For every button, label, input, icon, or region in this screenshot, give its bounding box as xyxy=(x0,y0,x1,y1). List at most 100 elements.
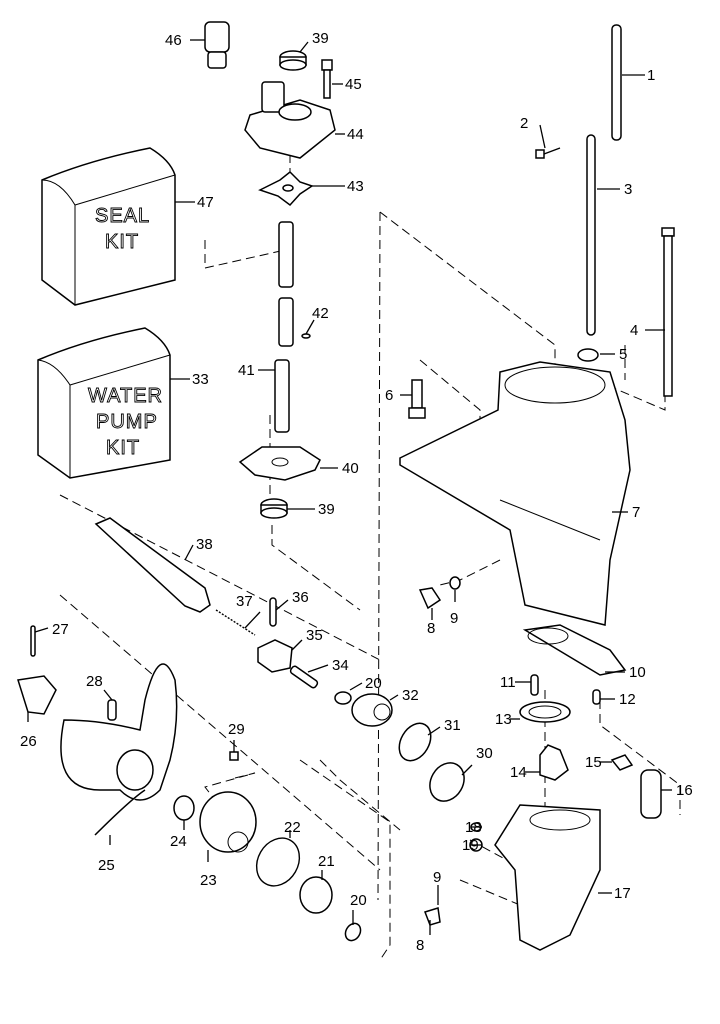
leader-line-39 xyxy=(299,41,309,53)
part-label-12: 12 xyxy=(619,691,636,708)
part-label-44: 44 xyxy=(347,126,364,143)
part-label-34: 34 xyxy=(332,657,349,674)
part-39-seal-lower xyxy=(260,498,288,519)
seal-kit-line2: KIT xyxy=(105,231,139,253)
part-44-pump-housing xyxy=(244,81,336,159)
leader-line-27 xyxy=(34,627,49,633)
part-label-24: 24 xyxy=(170,833,187,850)
part-label-8: 8 xyxy=(427,620,435,637)
part-label-39: 39 xyxy=(318,501,335,518)
part-45-bolt xyxy=(321,59,333,99)
part-label-31: 31 xyxy=(444,717,461,734)
part-12-pin xyxy=(592,689,601,705)
part-label-9: 9 xyxy=(450,610,458,627)
water-pump-kit-line2: PUMP xyxy=(96,411,158,433)
part-label-3: 3 xyxy=(624,181,632,198)
part-39-seal-top xyxy=(279,50,307,71)
part-label-29: 29 xyxy=(228,721,245,738)
leader-line-30 xyxy=(461,764,473,776)
part-label-30: 30 xyxy=(476,745,493,762)
part-label-7: 7 xyxy=(632,504,640,521)
part-label-38: 38 xyxy=(196,536,213,553)
leader-line-32 xyxy=(389,694,399,701)
part-4-bolt xyxy=(661,227,675,397)
seal-kit-line1: SEAL xyxy=(95,205,150,227)
part-label-23: 23 xyxy=(200,872,217,889)
part-label-8: 8 xyxy=(416,937,424,954)
part-label-43: 43 xyxy=(347,178,364,195)
part-label-15: 15 xyxy=(585,754,602,771)
part-24-bushing xyxy=(173,795,195,821)
part-17-gearcase xyxy=(494,804,601,951)
part-15-clip xyxy=(610,754,634,771)
part-30-shim xyxy=(429,762,465,802)
part-32-gear xyxy=(351,693,393,727)
part-23-bearing-carrier xyxy=(199,791,257,853)
part-40-gasket-plate xyxy=(238,446,321,481)
part-10-gasket xyxy=(522,624,627,676)
seal-kit-box: SEAL KIT 47 xyxy=(41,147,214,306)
part-label-46: 46 xyxy=(165,32,182,49)
part-5-washer xyxy=(577,348,599,362)
water-pump-kit-box: WATER PUMP KIT 33 xyxy=(37,327,209,479)
part-label-14: 14 xyxy=(510,764,527,781)
leader-line-42 xyxy=(305,319,315,335)
part-label-5: 5 xyxy=(619,346,627,363)
leader-line-38 xyxy=(184,544,194,561)
drive-shaft-segments xyxy=(274,221,311,433)
part-label-2: 2 xyxy=(520,115,528,132)
water-pump-kit-line3: KIT xyxy=(106,437,140,459)
part-29-screw xyxy=(229,751,239,761)
part-38-propeller-shaft xyxy=(94,517,211,613)
part-label-33: 33 xyxy=(192,371,209,388)
part-label-19: 19 xyxy=(462,837,479,854)
part-1-rod xyxy=(611,24,622,141)
leader-line-28 xyxy=(103,689,113,701)
part-3-rod xyxy=(586,134,596,336)
part-31-bearing xyxy=(398,722,432,762)
part-13-bearing xyxy=(519,701,571,723)
part-label-1: 1 xyxy=(647,67,655,84)
part-label-11: 11 xyxy=(500,674,516,691)
part-label-35: 35 xyxy=(306,627,323,644)
part-label-45: 45 xyxy=(345,76,362,93)
part-label-20: 20 xyxy=(350,892,367,909)
leader-line-20 xyxy=(349,682,363,691)
leader-line-37 xyxy=(244,611,261,629)
part-36-pin xyxy=(269,597,277,627)
part-label-17: 17 xyxy=(614,885,631,902)
part-labels: 1234567891011121314151617181920212223242… xyxy=(20,30,693,954)
part-25-propeller xyxy=(60,663,178,836)
leader-line-35 xyxy=(291,639,303,651)
part-label-25: 25 xyxy=(98,857,115,874)
part-label-27: 27 xyxy=(52,621,69,638)
water-pump-kit-line1: WATER xyxy=(88,385,163,407)
part-43-impeller xyxy=(258,170,314,207)
part-label-41: 41 xyxy=(238,362,255,379)
part-8-plug-lower xyxy=(424,907,441,926)
leader-line-34 xyxy=(307,664,329,673)
leader-line-2 xyxy=(539,124,546,149)
part-11-pin xyxy=(530,674,539,696)
part-label-9: 9 xyxy=(433,869,441,886)
part-label-6: 6 xyxy=(385,387,393,404)
part-26-prop-nut xyxy=(17,675,57,715)
leader-line-36 xyxy=(275,599,289,611)
part-34-pin xyxy=(289,665,319,689)
part-label-16: 16 xyxy=(676,782,693,799)
part-label-32: 32 xyxy=(402,687,419,704)
part-label-42: 42 xyxy=(312,305,329,322)
part-20-washer-upper xyxy=(334,691,352,705)
part-label-37: 37 xyxy=(236,593,253,610)
part-label-26: 26 xyxy=(20,733,37,750)
part-6-bolt xyxy=(408,379,426,419)
part-21-gear xyxy=(299,876,333,914)
part-46-fitting xyxy=(204,21,230,69)
part-label-10: 10 xyxy=(629,664,646,681)
part-label-47: 47 xyxy=(197,194,214,211)
part-8-plug-upper xyxy=(418,587,442,610)
part-2-screw xyxy=(535,147,561,159)
part-label-21: 21 xyxy=(318,853,335,870)
part-label-40: 40 xyxy=(342,460,359,477)
